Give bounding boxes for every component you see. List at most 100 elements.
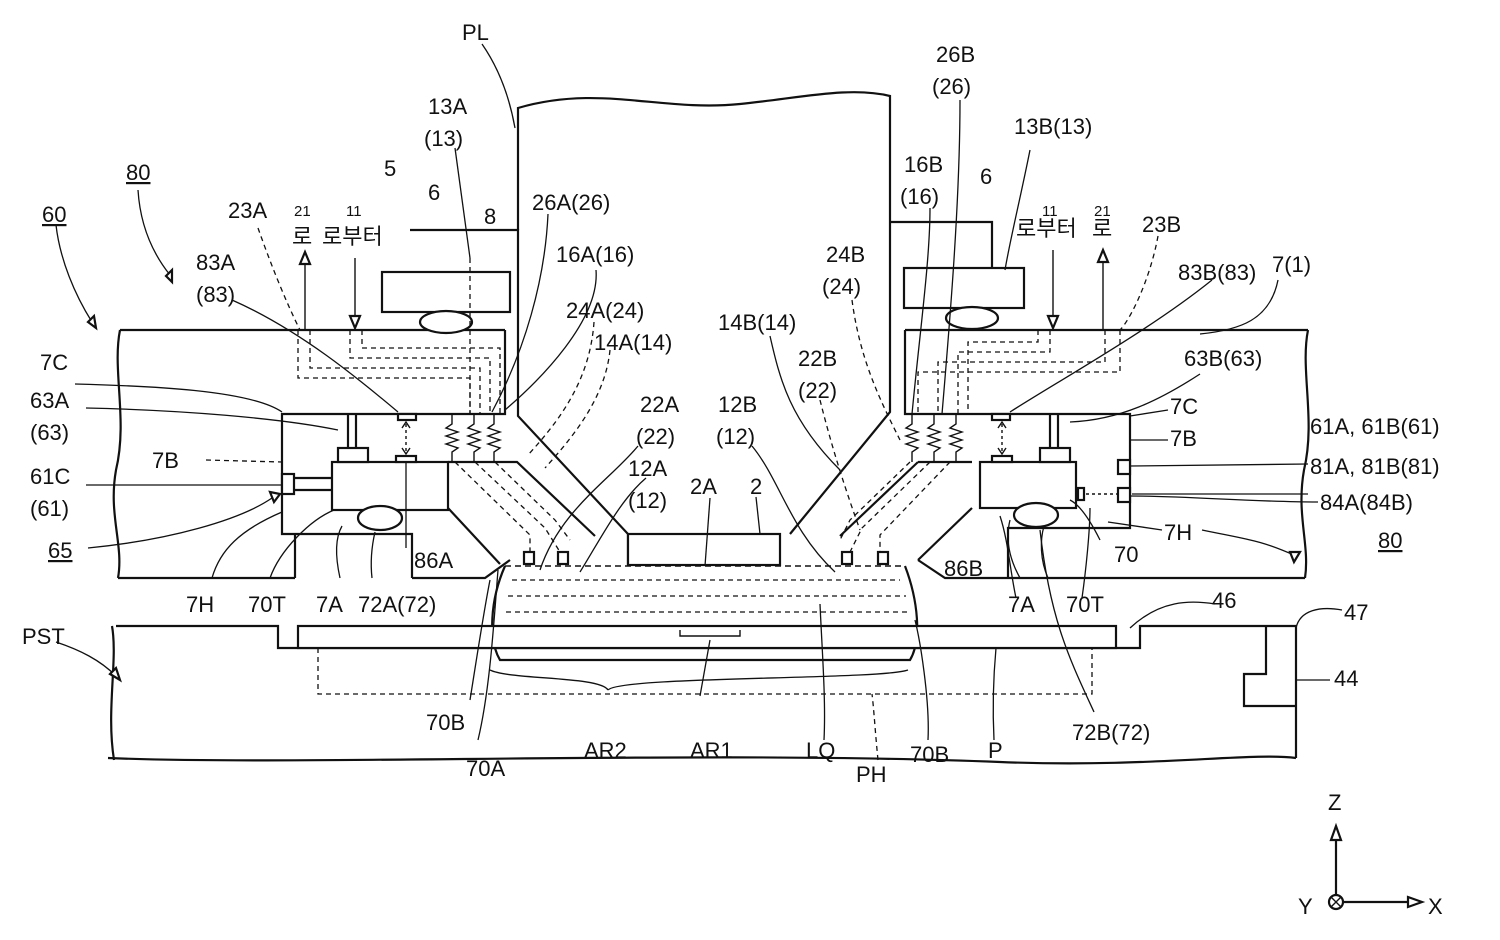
label-2A: 2A	[690, 474, 717, 499]
label-44: 44	[1334, 666, 1358, 691]
label-14A: 14A(14)	[594, 330, 672, 355]
label-16B-paren: (16)	[900, 184, 939, 209]
label-axis-x: X	[1428, 894, 1443, 919]
label-robuteo-right: 로부터	[1016, 216, 1077, 241]
label-5: 5	[384, 156, 396, 181]
label-81AB: 81A, 81B(81)	[1310, 454, 1440, 479]
label-22A-paren: (22)	[636, 424, 675, 449]
label-13B: 13B(13)	[1014, 114, 1092, 139]
actuator-63B	[1040, 448, 1070, 462]
coordinate-axes	[1329, 826, 1422, 909]
label-46: 46	[1212, 588, 1236, 613]
label-robuteo-left: 로부터	[322, 224, 383, 249]
target-86A	[396, 456, 416, 462]
label-6-left: 6	[428, 180, 440, 205]
port-12B-b	[878, 552, 888, 564]
label-pl: PL	[462, 20, 489, 45]
label-21-left: 21	[294, 203, 311, 220]
label-26A: 26A(26)	[532, 190, 610, 215]
label-16A: 16A(16)	[556, 242, 634, 267]
label-12B-paren: (12)	[716, 424, 755, 449]
port-12B-a	[842, 552, 852, 564]
label-12B: 12B	[718, 392, 757, 417]
optical-element-2	[628, 534, 780, 565]
label-80-right: 80	[1378, 528, 1402, 553]
sensor-83A	[398, 414, 416, 420]
sensor-83B	[992, 414, 1010, 420]
label-13A: 13A	[428, 94, 467, 119]
actuator-63A	[338, 448, 368, 462]
label-70A: 70A	[466, 756, 505, 781]
bearing-72A	[358, 506, 402, 530]
label-7A-left: 7A	[316, 592, 343, 617]
label-11-left: 11	[346, 203, 362, 220]
label-7C-right: 7C	[1170, 394, 1198, 419]
reference-labels: PL 80 60 23A 21 11 로 로부터 5 6 8 13A (13) …	[22, 20, 1443, 919]
bearing-6-right	[946, 307, 998, 329]
label-84A: 84A(84B)	[1320, 490, 1413, 515]
label-7H-left: 7H	[186, 592, 214, 617]
label-22B: 22B	[798, 346, 837, 371]
label-63A: 63A	[30, 388, 69, 413]
label-24B-paren: (24)	[822, 274, 861, 299]
label-61AB: 61A, 61B(61)	[1310, 414, 1440, 439]
label-7-1: 7(1)	[1272, 252, 1311, 277]
label-7H-right: 7H	[1164, 520, 1192, 545]
label-16B: 16B	[904, 152, 943, 177]
label-24A: 24A(24)	[566, 298, 644, 323]
label-13A-paren: (13)	[424, 126, 463, 151]
label-63A-paren: (63)	[30, 420, 69, 445]
label-26B-paren: (26)	[932, 74, 971, 99]
label-7A-right: 7A	[1008, 592, 1035, 617]
label-2: 2	[750, 474, 762, 499]
label-72B: 72B(72)	[1072, 720, 1150, 745]
label-86B: 86B	[944, 556, 983, 581]
label-61C: 61C	[30, 464, 70, 489]
actuator-61C	[282, 474, 294, 494]
label-ph: PH	[856, 762, 887, 787]
substrate-p	[298, 626, 1116, 648]
label-80-left: 80	[126, 160, 150, 185]
label-7B-right: 7B	[1170, 426, 1197, 451]
port-12A-a	[524, 552, 534, 564]
leader-lines	[56, 44, 1342, 760]
label-8: 8	[484, 204, 496, 229]
label-70B-right: 70B	[910, 742, 949, 767]
actuator-61A	[1118, 460, 1130, 474]
label-ar1: AR1	[690, 738, 733, 763]
label-12A-paren: (12)	[628, 488, 667, 513]
target-84B	[1078, 488, 1084, 500]
actuator-61B	[1118, 488, 1130, 502]
label-lq: LQ	[806, 738, 835, 763]
label-83A-paren: (83)	[196, 282, 235, 307]
label-ar2: AR2	[584, 738, 627, 763]
label-61C-paren: (61)	[30, 496, 69, 521]
label-axis-y: Y	[1298, 894, 1313, 919]
label-22A: 22A	[640, 392, 679, 417]
label-47: 47	[1344, 600, 1368, 625]
label-pst: PST	[22, 624, 65, 649]
label-22B-paren: (22)	[798, 378, 837, 403]
holder-5-right	[904, 268, 1024, 308]
label-23A: 23A	[228, 198, 267, 223]
label-6-right: 6	[980, 164, 992, 189]
label-p: P	[988, 738, 1003, 763]
label-axis-z: Z	[1328, 790, 1341, 815]
label-86A: 86A	[414, 548, 453, 573]
label-70-right: 70	[1114, 542, 1138, 567]
label-14B: 14B(14)	[718, 310, 796, 335]
port-12A-b	[558, 552, 568, 564]
label-70T-right: 70T	[1066, 592, 1104, 617]
bearing-6-left	[420, 311, 472, 333]
label-24B: 24B	[826, 242, 865, 267]
label-70B-left: 70B	[426, 710, 465, 735]
label-26B: 26B	[936, 42, 975, 67]
left-components	[282, 252, 570, 564]
label-ro-left: 로	[292, 224, 312, 249]
target-86B	[992, 456, 1012, 462]
bearing-72B	[1014, 503, 1058, 527]
label-70T-left: 70T	[248, 592, 286, 617]
label-12A: 12A	[628, 456, 667, 481]
